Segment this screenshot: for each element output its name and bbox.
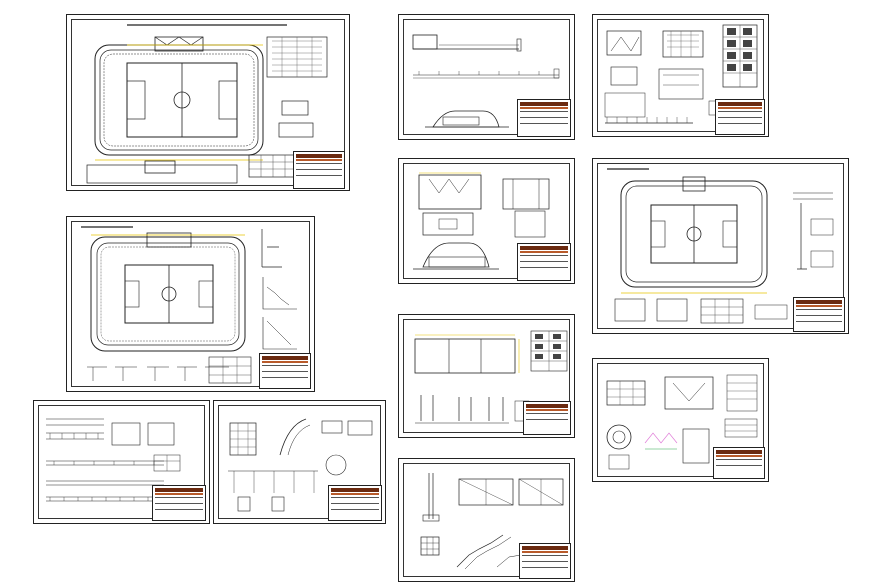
- sheet-detail-1[interactable]: [592, 14, 769, 137]
- sheet-stadium-plan-2[interactable]: [66, 216, 315, 392]
- title-block: [328, 485, 382, 521]
- column-stair-drawing: [420, 473, 564, 570]
- stadium-plan-drawing: [81, 226, 297, 384]
- sheet-section[interactable]: [213, 400, 386, 524]
- sheet-elevation-1[interactable]: [398, 14, 575, 140]
- title-block: [713, 447, 765, 479]
- sheet-stadium-plan-1[interactable]: [66, 14, 350, 191]
- stadium-plan-drawing: [607, 168, 834, 324]
- title-block: [523, 401, 571, 435]
- sheet-border: [218, 405, 381, 519]
- title-block: [293, 151, 345, 189]
- title-block: [152, 485, 206, 521]
- detail-drawing: [604, 24, 758, 124]
- sheet-border: [403, 163, 570, 279]
- title-block: [519, 543, 571, 579]
- stadium-plan-drawing: [86, 24, 328, 184]
- wall-elevation-drawing: [46, 418, 181, 502]
- misc-detail-drawing: [606, 374, 758, 470]
- title-block: [259, 353, 311, 389]
- sheet-misc-details[interactable]: [592, 358, 769, 482]
- title-block: [517, 243, 571, 281]
- sheet-border: [403, 319, 570, 433]
- sheet-border: [597, 363, 764, 477]
- sheet-border: [597, 163, 844, 329]
- title-block: [517, 99, 571, 137]
- sheet-border: [71, 221, 310, 387]
- sheet-border: [71, 19, 345, 186]
- sheet-border: [597, 19, 764, 132]
- sheet-border: [38, 405, 205, 519]
- sheet-wall[interactable]: [33, 400, 210, 524]
- sheet-column[interactable]: [398, 458, 575, 582]
- title-block: [715, 99, 765, 135]
- title-block: [793, 297, 845, 332]
- sheet-entrance[interactable]: [398, 158, 575, 284]
- gate-drawing: [414, 330, 568, 424]
- sheet-border: [403, 463, 570, 577]
- sheet-border: [403, 19, 570, 135]
- sheet-gate[interactable]: [398, 314, 575, 438]
- section-drawing: [228, 418, 373, 512]
- elevation-drawing: [412, 34, 560, 128]
- entrance-drawing: [413, 172, 550, 270]
- sheet-stadium-plan-3[interactable]: [592, 158, 849, 334]
